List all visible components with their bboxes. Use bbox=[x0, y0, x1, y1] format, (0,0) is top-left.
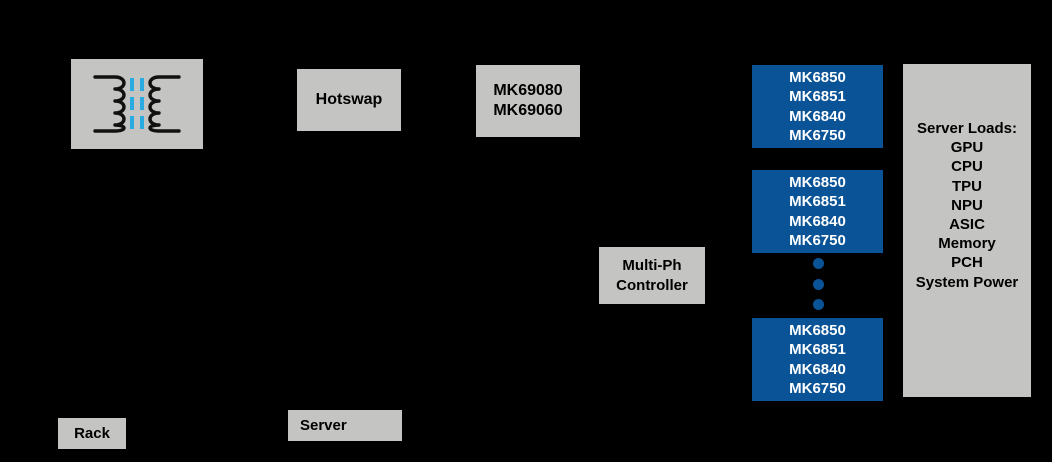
power-stage-part: MK6851 bbox=[789, 341, 846, 359]
server-load-item: TPU bbox=[952, 177, 982, 195]
pmbus-controller-block: MK69080 MK69060 bbox=[476, 65, 580, 137]
power-stage-part: MK6850 bbox=[789, 174, 846, 192]
server-load-item: ASIC bbox=[949, 215, 985, 233]
hotswap-label: Hotswap bbox=[315, 90, 383, 108]
pmbus-part-1: MK69080 bbox=[493, 81, 563, 99]
hotswap-block: Hotswap bbox=[297, 69, 401, 131]
ellipsis-dot bbox=[812, 299, 824, 310]
power-stage-part: MK6851 bbox=[789, 193, 846, 211]
power-stage-part: MK6840 bbox=[789, 360, 846, 378]
transformer-block bbox=[71, 59, 203, 149]
server-load-item: GPU bbox=[950, 139, 984, 157]
pmbus-part-2: MK69060 bbox=[493, 102, 563, 119]
server-load-item: System Power bbox=[915, 273, 1019, 291]
power-stage-part: MK6840 bbox=[789, 107, 846, 125]
server-load-item: NPU bbox=[951, 196, 983, 214]
power-stage-part: MK6750 bbox=[789, 126, 846, 144]
power-stage-part: MK6840 bbox=[789, 212, 846, 230]
server-loads-block: Server Loads: GPU CPU TPU NPU ASIC Memor… bbox=[903, 64, 1031, 397]
vertical-ellipsis bbox=[812, 258, 824, 310]
power-stage-part: MK6750 bbox=[789, 379, 846, 397]
ellipsis-dot bbox=[812, 258, 824, 269]
ellipsis-dot bbox=[812, 278, 824, 290]
server-legend-text: Server bbox=[300, 416, 347, 434]
multiphase-controller-block: Multi-Ph Controller bbox=[599, 247, 705, 304]
power-stage-part: MK6850 bbox=[789, 69, 846, 87]
controller-label-line-1: Multi-Ph bbox=[622, 257, 682, 275]
server-loads-title: Server Loads: bbox=[916, 120, 1018, 137]
power-stage-block: MK6850 MK6851 MK6840 MK6750 bbox=[752, 170, 883, 253]
transformer-icon bbox=[89, 69, 185, 139]
server-load-item: Memory bbox=[938, 235, 996, 253]
power-stage-part: MK6851 bbox=[789, 88, 846, 106]
server-load-item: PCH bbox=[951, 254, 983, 272]
power-stage-part: MK6850 bbox=[789, 322, 846, 340]
power-stage-block: MK6850 MK6851 MK6840 MK6750 bbox=[752, 318, 883, 401]
rack-legend-text: Rack bbox=[74, 424, 110, 442]
power-stage-block: MK6850 MK6851 MK6840 MK6750 bbox=[752, 65, 883, 148]
rack-legend-label: Rack bbox=[58, 418, 126, 449]
power-stage-part: MK6750 bbox=[789, 231, 846, 249]
server-load-item: CPU bbox=[951, 158, 983, 176]
server-legend-label: Server bbox=[288, 410, 402, 441]
controller-label-line-2: Controller bbox=[616, 276, 688, 294]
